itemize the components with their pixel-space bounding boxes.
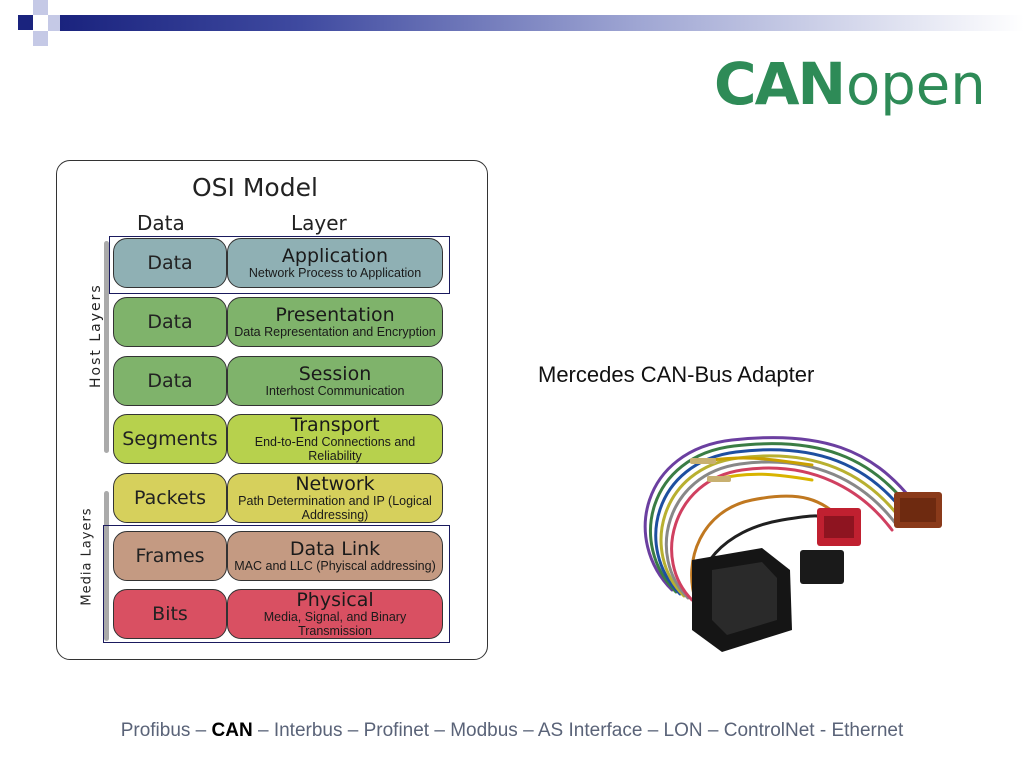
osi-model-panel: OSI Model Data Layer Host Layers Media L…	[56, 160, 488, 660]
adapter-caption: Mercedes CAN-Bus Adapter	[538, 362, 815, 387]
host-layers-label: Host Layers	[88, 283, 104, 388]
osi-layer-description: End-to-End Connections and Reliability	[254, 435, 416, 463]
logo-light-text: open	[846, 53, 986, 118]
osi-layer-description: Media, Signal, and Binary Transmission	[263, 610, 407, 638]
can-bus-adapter-image	[643, 436, 942, 652]
deco-square	[33, 0, 48, 15]
deco-square	[18, 15, 33, 30]
logo-bold-text: CAN	[714, 50, 846, 118]
top-gradient-bar	[60, 15, 1024, 31]
media-layers-label: Media Layers	[79, 507, 95, 606]
media-bracket	[104, 491, 109, 641]
osi-layer-name: Physical	[296, 589, 374, 611]
application-group-box	[109, 236, 450, 294]
osi-data-unit: Packets	[113, 473, 227, 523]
fieldbus-list: Profibus – CAN – Interbus – Profinet – M…	[0, 720, 1024, 742]
osi-data-unit: Segments	[113, 414, 227, 464]
osi-layer-description: MAC and LLC (Phyiscal addressing)	[234, 559, 436, 573]
osi-layer-description: Data Representation and Encryption	[234, 325, 436, 339]
deco-square	[33, 31, 48, 46]
osi-layer-description: Network Process to Application	[248, 266, 422, 280]
osi-layer-name: Transport	[290, 414, 380, 436]
host-bracket	[104, 241, 109, 453]
footer-suffix: – Interbus – Profinet – Modbus – AS Inte…	[252, 720, 904, 741]
osi-data-unit: Bits	[113, 589, 227, 639]
footer-prefix: Profibus –	[120, 720, 212, 741]
osi-layer-name: Application	[281, 245, 389, 267]
osi-layer-name: Presentation	[275, 304, 395, 326]
osi-data-unit: Frames	[113, 531, 227, 581]
osi-layer-description: Path Determination and IP (Logical Addre…	[238, 494, 432, 522]
osi-data-unit: Data	[113, 356, 227, 406]
osi-title: OSI Model	[192, 173, 318, 202]
lower-layers-group-box	[103, 525, 450, 643]
osi-data-unit: Data	[113, 238, 227, 288]
osi-layer-name: Session	[298, 363, 372, 385]
osi-layer-description: Interhost Communication	[265, 384, 405, 398]
column-header-layer: Layer	[291, 211, 347, 235]
footer-highlight: CAN	[211, 720, 253, 741]
deco-square	[48, 15, 60, 31]
osi-layer-name: Network	[295, 473, 375, 495]
osi-data-unit: Data	[113, 297, 227, 347]
osi-layer-name: Data Link	[289, 538, 381, 560]
column-header-data: Data	[137, 211, 185, 235]
